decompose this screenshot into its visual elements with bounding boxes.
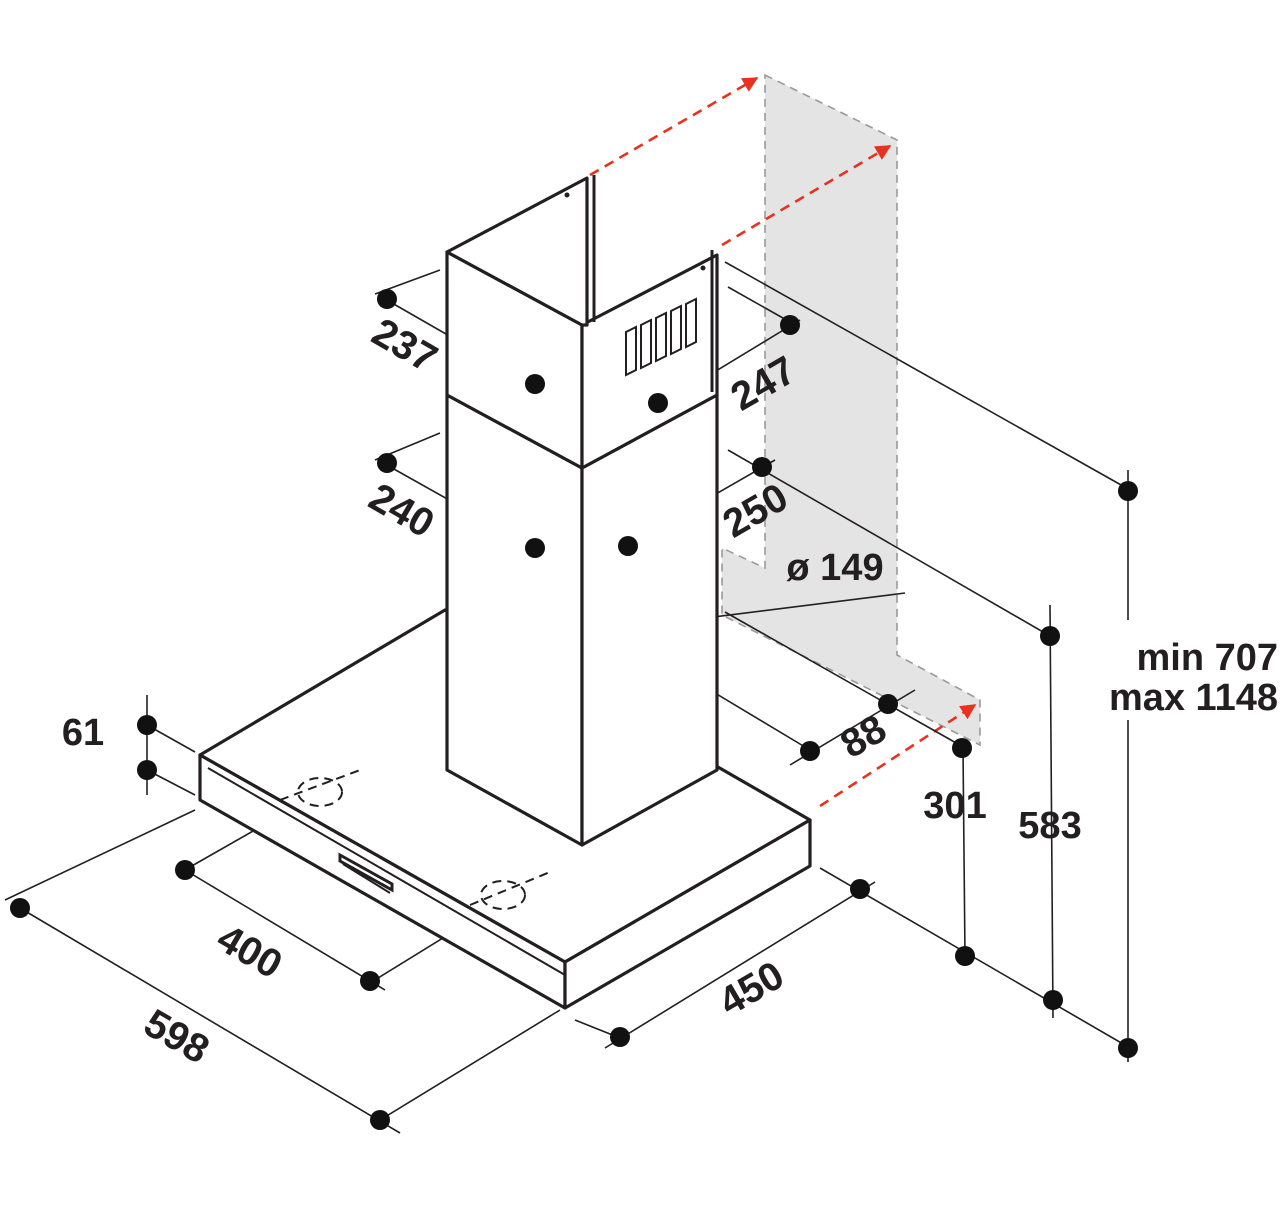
dim-88: 88: [833, 707, 894, 767]
dim-450: 450: [712, 953, 792, 1024]
wall-panel: [721, 73, 981, 747]
dim-240: 240: [362, 475, 442, 546]
dim-237: 237: [365, 310, 445, 381]
dim-598: 598: [137, 1001, 217, 1072]
dim-583: 583: [1018, 805, 1081, 847]
dim-400: 400: [210, 916, 290, 987]
chimney-upper: [445, 175, 719, 470]
dimension-points: [10, 289, 1138, 1130]
mounting-arrows: [589, 76, 977, 808]
chimney-lower: [445, 393, 719, 847]
dim-61: 61: [62, 712, 104, 754]
dim-range-max: max 1148: [1109, 677, 1278, 719]
dim-diameter: ø 149: [786, 547, 883, 589]
dim-range-min: min 707: [1136, 637, 1278, 679]
dim-301: 301: [923, 785, 986, 827]
